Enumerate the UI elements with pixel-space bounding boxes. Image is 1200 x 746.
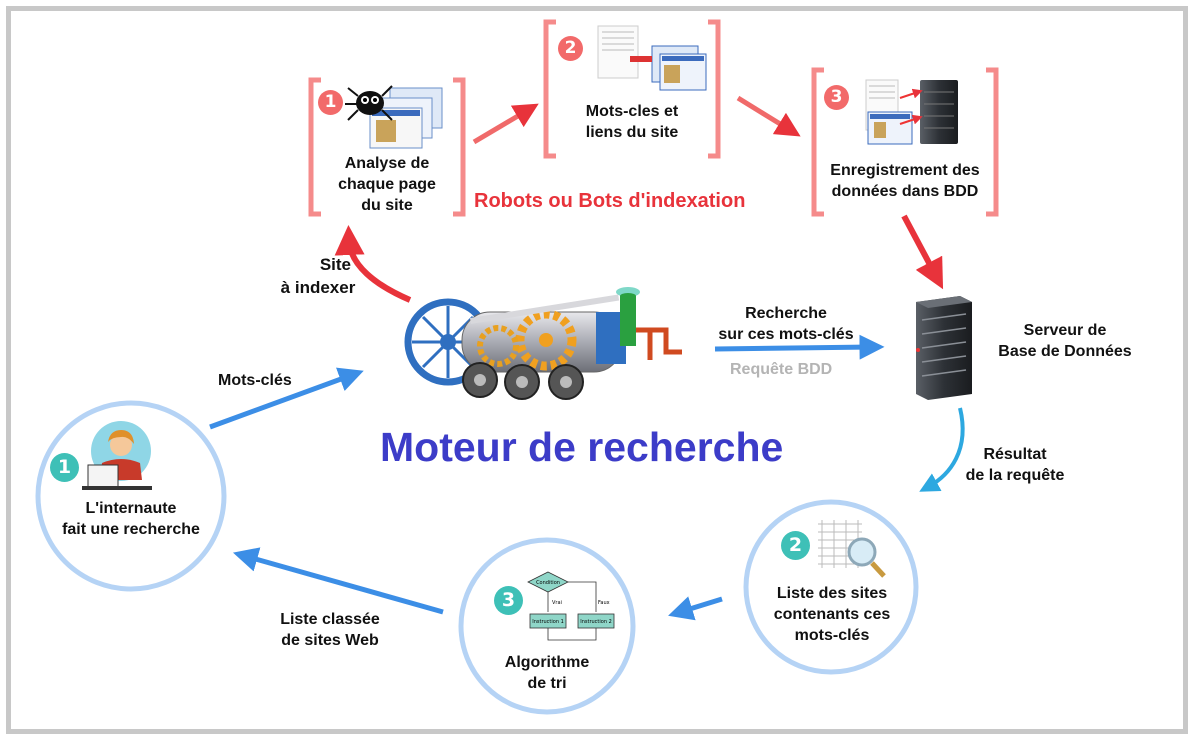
arrow-engine-to-server: [714, 334, 885, 360]
circle-user-search: [35, 400, 227, 592]
bot-step-2-label: Mots-cles et liens du site: [585, 103, 679, 141]
bracket-step-1: [308, 77, 466, 217]
arrow-engine-to-bots: [334, 225, 412, 303]
user-at-computer-icon: [82, 421, 152, 490]
arrow-step3-to-server: [901, 214, 944, 290]
flowchart-action-1: Instruction 1: [532, 619, 564, 625]
db-server-label: Serveur de Base de Données: [998, 322, 1132, 360]
arrow-results-to-algorithm: [668, 596, 723, 621]
results-table-magnifier-icon: [818, 520, 886, 578]
user-step-3-badge: 3: [494, 586, 523, 615]
db-query-label: Requête BDD: [730, 361, 833, 378]
user-step-1-label: L'internaute fait une recherche: [62, 500, 200, 538]
keywords-label: Mots-clés: [218, 372, 292, 389]
flowchart-no: Faux: [598, 600, 610, 606]
user-step-2-label: Liste des sites contenants ces mots-clés: [773, 585, 891, 644]
bot-step-1-label: Analyse de chaque page du site: [338, 155, 436, 214]
ranked-list-label: Liste classée de sites Web: [280, 611, 380, 649]
query-result-label: Résultat de la requête: [965, 446, 1065, 484]
spider-pages-icon: [345, 85, 443, 149]
user-step-3-label: Algorithme de tri: [504, 654, 590, 692]
arrow-step1-to-step2: [472, 103, 539, 145]
bot-step-3-badge: 3: [824, 85, 849, 110]
user-step-2-badge: 2: [781, 531, 810, 560]
web-pages-icon: [597, 25, 707, 91]
bot-step-2-badge: 2: [558, 36, 583, 61]
flowchart-yes: Vrai: [552, 600, 562, 606]
arrow-server-to-results: [919, 407, 965, 492]
bracket-step-2: [543, 19, 721, 159]
search-keywords-label: Recherche sur ces mots-clés: [718, 305, 854, 343]
arrow-step2-to-step3: [736, 95, 801, 137]
pages-server-icon: [865, 79, 958, 145]
engine-title: Moteur de recherche: [380, 424, 784, 470]
bracket-step-3: [811, 67, 999, 217]
flowchart-icon: Condition Vrai Faux Instruction 1 Instru…: [527, 571, 615, 641]
site-to-index-label: Site à indexer: [280, 255, 356, 297]
flowchart-action-2: Instruction 2: [580, 619, 612, 625]
arrow-user-to-engine: [209, 367, 364, 430]
user-step-1-badge: 1: [50, 453, 79, 482]
search-engine-locomotive-icon: [404, 287, 682, 400]
database-server-icon: [916, 296, 972, 400]
robots-title: Robots ou Bots d'indexation: [474, 190, 746, 212]
bot-step-3-label: Enregistrement des données dans BDD: [830, 162, 980, 200]
arrow-algorithm-to-user: [232, 547, 444, 615]
flowchart-decision: Condition: [536, 580, 560, 586]
bot-step-1-badge: 1: [318, 90, 343, 115]
